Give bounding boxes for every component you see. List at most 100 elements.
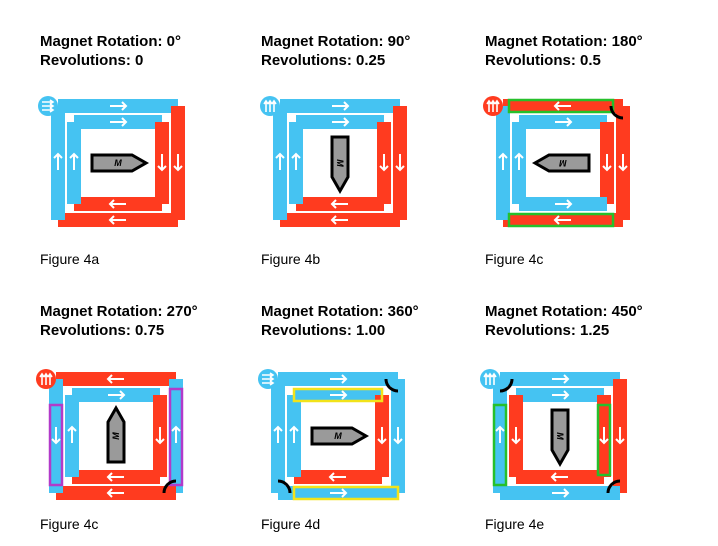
highlight-box-green xyxy=(492,403,508,487)
magnet-body xyxy=(90,153,150,173)
flow-arrow xyxy=(106,374,124,384)
flow-arrow xyxy=(291,152,301,170)
flow-arrow xyxy=(106,472,124,482)
flow-arrow xyxy=(602,154,612,172)
revolutions-label: Revolutions: 0.25 xyxy=(261,52,386,69)
highlight-box-purple xyxy=(48,403,64,487)
glyph-arrow xyxy=(262,376,275,382)
magnet-rotation-label: Magnet Rotation: 450° xyxy=(485,303,643,320)
magnet-rotation-label: Magnet Rotation: 360° xyxy=(261,303,419,320)
bar-magnet: M xyxy=(330,135,350,195)
glyph-arrow xyxy=(42,107,55,113)
domain-wall-marker xyxy=(499,378,514,393)
glyph-arrow xyxy=(271,99,277,112)
domain-wall-track-diagram: M xyxy=(483,96,630,228)
flow-arrow xyxy=(555,199,573,209)
triple-arrow-glyph xyxy=(263,99,277,112)
magnet-letter: M xyxy=(111,432,121,440)
domain-wall-marker xyxy=(606,479,621,494)
glyph-arrow xyxy=(42,99,55,105)
figure-caption: Figure 4c xyxy=(485,251,544,267)
flow-arrow xyxy=(155,427,165,445)
flow-arrow xyxy=(550,472,568,482)
flow-arrow xyxy=(393,427,403,445)
figure-caption: Figure 4b xyxy=(261,251,321,267)
triple-arrow-glyph xyxy=(262,372,275,386)
figure-caption: Figure 4a xyxy=(40,251,100,267)
bar-magnet: M xyxy=(531,153,591,173)
highlight-box-green xyxy=(596,403,612,477)
flow-arrow xyxy=(108,215,126,225)
magnet-letter: M xyxy=(114,158,122,168)
glyph-arrow xyxy=(486,99,492,112)
magnet-letter: M xyxy=(559,158,567,168)
triple-arrow-glyph xyxy=(42,99,55,113)
highlight-box-green xyxy=(507,212,615,228)
magnet-letter: M xyxy=(335,159,345,167)
triple-arrow-glyph xyxy=(486,99,500,112)
magnet-body xyxy=(531,153,591,173)
flow-arrow xyxy=(395,154,405,172)
flow-arrow xyxy=(498,152,508,170)
flow-arrow xyxy=(514,152,524,170)
glyph-arrow xyxy=(39,372,45,385)
flow-arrow xyxy=(328,472,346,482)
flow-arrow xyxy=(157,154,167,172)
glyph-arrow xyxy=(494,99,500,112)
flow-arrow xyxy=(553,101,571,111)
flow-arrow xyxy=(332,101,350,111)
revolutions-label: Revolutions: 0 xyxy=(40,52,144,69)
magnet-rotation-label: Magnet Rotation: 0° xyxy=(40,33,181,50)
flow-arrow xyxy=(553,215,571,225)
flow-arrow xyxy=(330,374,348,384)
flow-arrow xyxy=(330,199,348,209)
flow-arrow xyxy=(379,154,389,172)
figure-caption: Figure 4e xyxy=(485,516,545,532)
flow-arrow xyxy=(275,152,285,170)
glyph-arrow xyxy=(262,372,275,378)
bar-magnet: M xyxy=(106,404,126,464)
flow-arrow xyxy=(330,215,348,225)
magnet-rotation-label: Magnet Rotation: 270° xyxy=(40,303,198,320)
flow-arrow xyxy=(51,427,61,445)
flow-arrow xyxy=(53,152,63,170)
glyph-arrow xyxy=(262,380,275,386)
magnet-body xyxy=(330,135,350,195)
highlight-box-yellow xyxy=(292,485,400,501)
flow-arrow xyxy=(552,374,570,384)
flow-arrow xyxy=(552,488,570,498)
magnet-body xyxy=(310,426,370,446)
magnet-rotation-label: Magnet Rotation: 90° xyxy=(261,33,411,50)
flow-arrow xyxy=(552,390,570,400)
flow-arrow xyxy=(171,425,181,443)
revolutions-label: Revolutions: 0.75 xyxy=(40,322,165,339)
revolutions-label: Revolutions: 0.5 xyxy=(485,52,601,69)
domain-wall-track-diagram: M xyxy=(36,369,184,500)
flow-arrow xyxy=(69,152,79,170)
flow-arrow xyxy=(108,199,126,209)
highlight-box-green xyxy=(507,98,615,114)
magnet-body xyxy=(550,408,570,468)
triple-arrow-glyph xyxy=(483,372,497,385)
magnet-rotation-label: Magnet Rotation: 180° xyxy=(485,33,643,50)
glyph-arrow xyxy=(267,99,273,112)
flow-arrow xyxy=(618,154,628,172)
flow-arrow xyxy=(108,390,126,400)
glyph-arrow xyxy=(42,103,55,109)
domain-wall-track-diagram: M xyxy=(260,96,407,227)
flow-arrow xyxy=(377,427,387,445)
flow-arrow xyxy=(495,425,505,443)
flow-arrow xyxy=(67,425,77,443)
domain-wall-marker xyxy=(277,479,292,494)
flow-arrow xyxy=(330,488,348,498)
flow-arrow xyxy=(330,390,348,400)
bar-magnet: M xyxy=(90,153,150,173)
magnet-letter: M xyxy=(555,432,565,440)
revolutions-label: Revolutions: 1.00 xyxy=(261,322,386,339)
domain-wall-track-diagram: M xyxy=(258,369,405,501)
figure-caption: Figure 4c xyxy=(40,516,99,532)
magnet-letter: M xyxy=(334,431,342,441)
flow-arrow xyxy=(599,427,609,445)
triple-arrow-glyph xyxy=(39,372,53,385)
flow-arrow xyxy=(106,488,124,498)
